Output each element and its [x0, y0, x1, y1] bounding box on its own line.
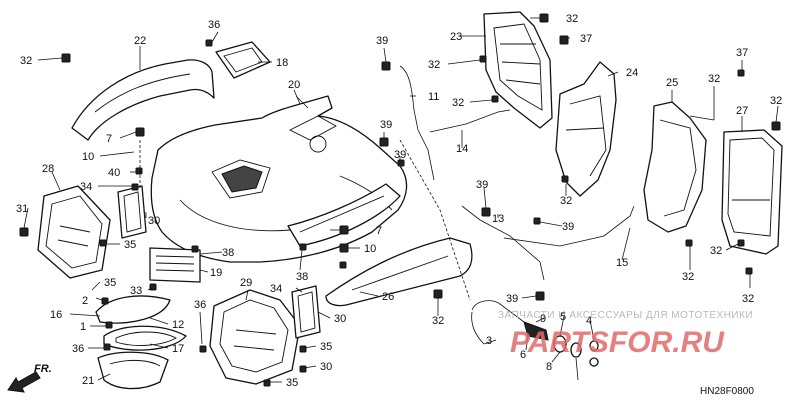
callout-5-a: 5	[560, 311, 566, 323]
callout-35-c: 35	[320, 341, 332, 353]
callout-18: 18	[276, 57, 288, 69]
part-19-grille	[149, 247, 201, 283]
callout-6: 6	[520, 349, 526, 361]
callout-36-b: 36	[72, 343, 84, 355]
callout-7: 7	[106, 133, 112, 145]
callout-20: 20	[288, 79, 300, 91]
callout-32-k: 32	[742, 293, 754, 305]
callout-28: 28	[42, 163, 54, 175]
callout-37-b: 37	[736, 47, 748, 59]
leader-lines	[23, 17, 779, 383]
front-label: FR.	[34, 363, 52, 375]
callout-36-c: 36	[194, 299, 206, 311]
callout-29: 29	[240, 277, 252, 289]
cable-15	[503, 205, 635, 247]
callout-22: 22	[134, 35, 146, 47]
cable-14	[429, 109, 511, 133]
callout-30-lower: 30	[320, 361, 332, 373]
callout-3: 3	[486, 335, 492, 347]
callout-38-a: 38	[222, 247, 234, 259]
callout-33: 33	[130, 285, 142, 297]
callout-32-f: 32	[432, 315, 444, 327]
callout-39-b: 39	[380, 119, 392, 131]
callout-32-b: 32	[428, 59, 440, 71]
callout-10: 10	[82, 151, 94, 163]
watermark-logo: PARTSFOR.RU	[510, 326, 725, 359]
callout-30-left: 30	[148, 215, 160, 227]
hose-assembly	[471, 300, 599, 367]
callout-32-j: 32	[710, 245, 722, 257]
callout-24: 24	[626, 67, 638, 79]
part-26-side-strip	[325, 237, 473, 307]
callout-1: 1	[80, 321, 86, 333]
part-12-cover-plate	[95, 295, 171, 324]
cable-11	[399, 65, 435, 181]
callout-32-c: 32	[452, 97, 464, 109]
callout-10-b: 10	[364, 243, 376, 255]
callout-30-center: 30	[334, 313, 346, 325]
callout-32-i: 32	[682, 271, 694, 283]
callout-25: 25	[666, 77, 678, 89]
part-18-front-cover	[215, 41, 271, 79]
callout-7-b: 7	[376, 225, 382, 237]
callout-14: 14	[456, 143, 468, 155]
callout-32-d: 32	[566, 13, 578, 25]
watermark-tagline: ЗАПЧАСТИ И АКСЕССУАРЫ ДЛЯ МОТОТЕХНИКИ	[498, 310, 753, 321]
part-29-inner-guard	[209, 289, 301, 385]
callout-40: 40	[108, 167, 120, 179]
callout-39-e: 39	[562, 221, 574, 233]
part-25-side-panel	[643, 101, 707, 233]
callout-34-b: 34	[270, 283, 282, 295]
callout-35-b: 35	[104, 277, 116, 289]
callout-8: 8	[546, 361, 552, 373]
part-20-front-fender	[150, 95, 408, 263]
callout-35-a: 35	[124, 239, 136, 251]
watermark: ЗАПЧАСТИ И АКСЕССУАРЫ ДЛЯ МОТОТЕХНИКИ PA…	[498, 310, 753, 359]
callout-17: 17	[172, 343, 184, 355]
part-28-left-inner-guard	[37, 185, 111, 279]
callout-19: 19	[210, 267, 222, 279]
callout-15: 15	[616, 257, 628, 269]
callout-35-d: 35	[286, 377, 298, 389]
callout-39-c: 39	[394, 149, 406, 161]
callout-9: 9	[540, 313, 546, 325]
callout-32-g: 32	[708, 73, 720, 85]
callout-labels: 32 22 36 18 20 7 10 40 34 28 31 30 35 38…	[16, 13, 782, 389]
diagram-code: HN28F0800	[700, 386, 754, 397]
callout-39-f: 39	[506, 293, 518, 305]
callout-32-e: 32	[560, 195, 572, 207]
callout-34: 34	[80, 181, 92, 193]
callout-11: 11	[428, 91, 439, 103]
part-23-mud-guard	[483, 11, 553, 129]
callout-4: 4	[586, 315, 592, 327]
callout-23: 23	[450, 31, 462, 43]
callout-38-b: 38	[296, 271, 308, 283]
part-24-rear-inner	[555, 61, 617, 197]
callout-21: 21	[82, 375, 94, 387]
fastener-markers	[19, 13, 781, 387]
part-30-duct-left	[117, 185, 147, 239]
callout-37-a: 37	[580, 33, 592, 45]
callout-39-d: 39	[476, 179, 488, 191]
callout-12: 12	[172, 319, 184, 331]
part-21-lower-tray	[97, 351, 169, 390]
cable-13	[461, 205, 545, 281]
callout-31: 31	[16, 203, 28, 215]
callout-32: 32	[20, 55, 32, 67]
callout-16: 16	[50, 309, 62, 321]
callout-13: 13	[492, 213, 504, 225]
callout-39-a: 39	[376, 35, 388, 47]
part-30-duct-center	[291, 285, 321, 339]
part-22-front-guard	[71, 59, 215, 141]
callout-26: 26	[382, 291, 394, 303]
callout-2: 2	[82, 295, 88, 307]
front-direction-arrow: FR.	[7, 363, 52, 393]
callout-32-h: 32	[770, 95, 782, 107]
callout-36: 36	[208, 19, 220, 31]
part-17-gasket-ring	[103, 325, 187, 351]
callout-27: 27	[736, 105, 748, 117]
part-27-rear-cover	[721, 129, 783, 255]
